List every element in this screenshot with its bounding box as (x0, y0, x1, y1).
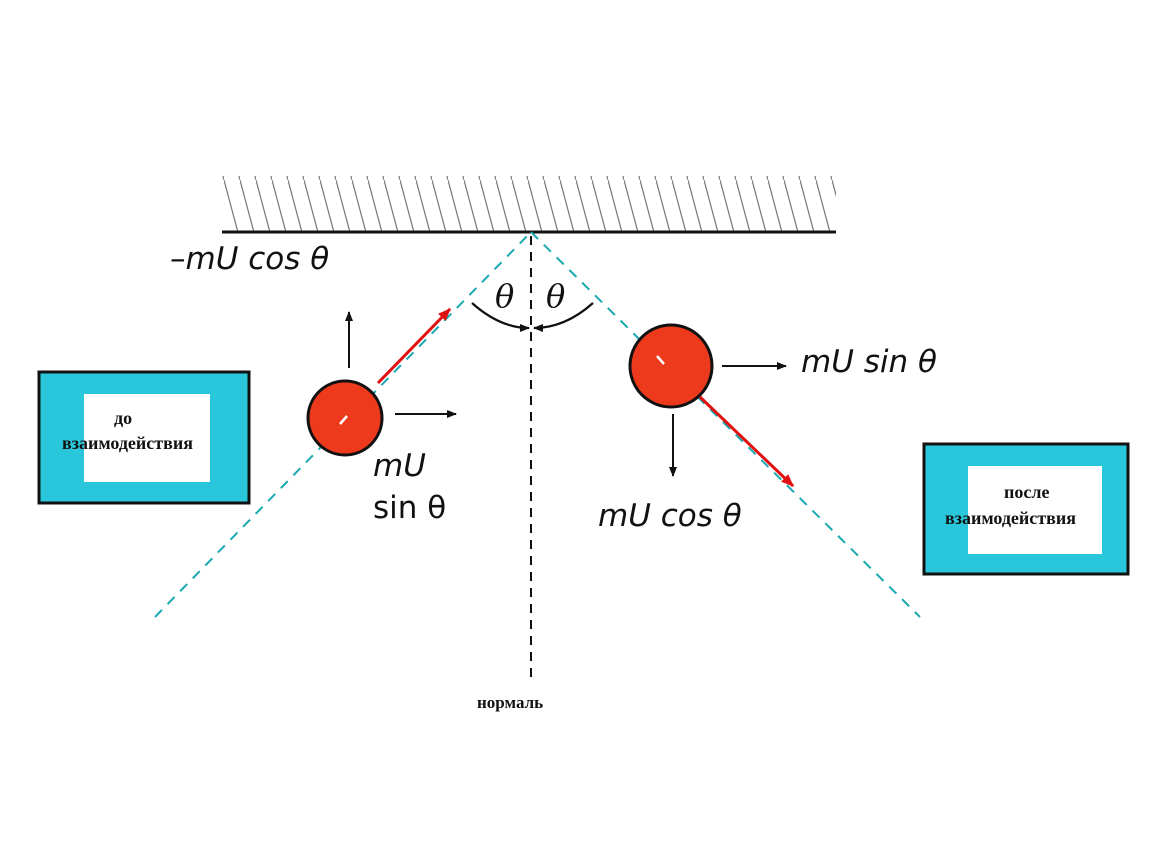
incoming-ball-highlight (339, 415, 348, 425)
normal-label: нормаль (477, 693, 543, 712)
angle-left-label: θ (495, 277, 514, 315)
incoming-velocity-arrow (376, 307, 452, 385)
after-box-panel (968, 466, 1102, 554)
after-box-line2: взаимодействия (945, 508, 1076, 528)
incoming-tangent-label-line2: sin θ (373, 490, 446, 526)
before-box: до взаимодействия (37, 370, 251, 505)
outgoing-ball-group (628, 323, 795, 488)
outgoing-ball (628, 323, 714, 409)
angle-right-label: θ (546, 277, 565, 315)
incoming-ball-group (306, 307, 457, 457)
outgoing-ball-highlight (656, 355, 665, 365)
before-box-panel (84, 394, 210, 482)
outgoing-tangent-label: mU sin θ (801, 344, 937, 380)
angle-arc-left (471, 302, 530, 332)
before-box-line1: до (114, 408, 132, 428)
angle-arc-right (533, 302, 594, 332)
after-box-line1: после (1004, 482, 1049, 502)
incoming-normal-label: –mU cos θ (170, 241, 329, 277)
outgoing-normal-label: mU cos θ (598, 498, 742, 534)
wall-hatching (222, 176, 836, 232)
after-box: после взаимодействия (922, 442, 1130, 576)
before-box-line2: взаимодействия (62, 433, 193, 453)
wall (222, 176, 836, 234)
outgoing-velocity-arrow (698, 395, 795, 488)
outgoing-path (530, 231, 921, 618)
incoming-tangent-label-line1: mU (373, 448, 426, 484)
